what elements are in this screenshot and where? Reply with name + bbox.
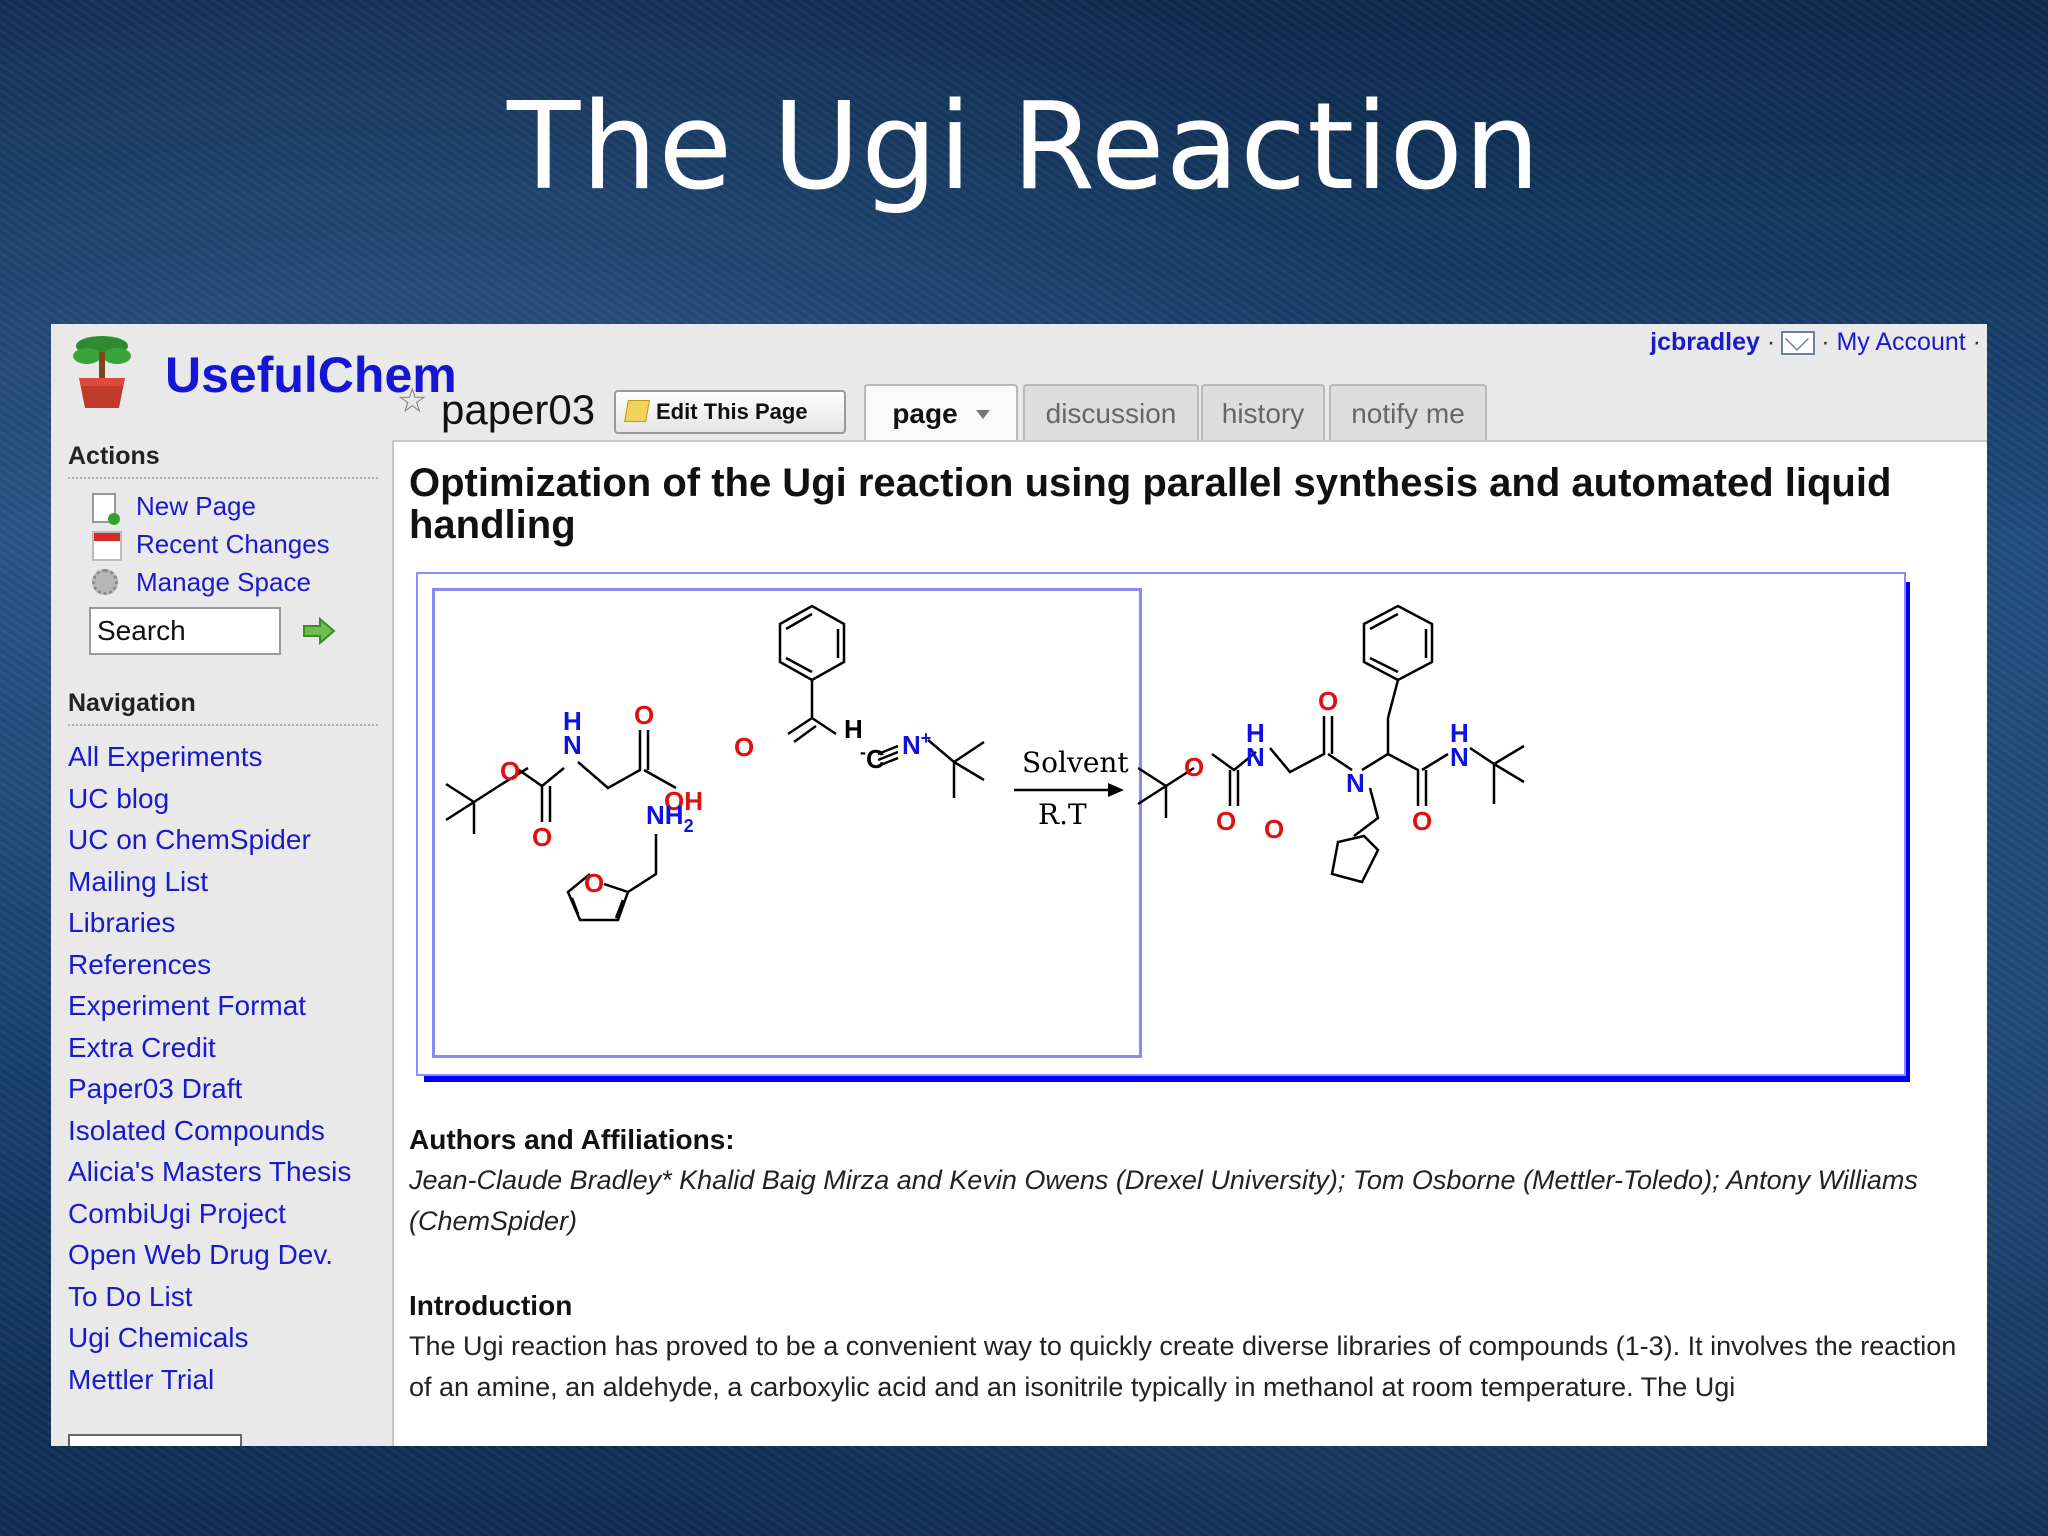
user-bar: jcbradley · · My Account · — [1650, 328, 1981, 357]
sidebar-nav-link[interactable]: Experiment Format — [68, 990, 307, 1021]
sidebar-widget-edge — [68, 1434, 242, 1446]
sidebar-nav-link[interactable]: Libraries — [68, 907, 176, 938]
authors-text: Jean-Claude Bradley* Khalid Baig Mirza a… — [409, 1165, 1918, 1236]
mail-icon[interactable] — [1781, 331, 1816, 356]
label-n: N — [563, 730, 582, 760]
label-h: H — [563, 706, 582, 736]
label-o: O — [1264, 814, 1284, 844]
sidebar: Actions New Page Recent Changes Manage S… — [68, 442, 378, 1400]
star-icon[interactable]: ☆ — [397, 382, 428, 420]
sidebar-nav-link[interactable]: All Experiments — [68, 741, 263, 772]
sidebar-item-label: Manage Space — [136, 567, 311, 597]
label-o: O — [1412, 806, 1432, 836]
sidebar-nav-link[interactable]: To Do List — [68, 1280, 193, 1312]
introduction-text: The Ugi reaction has proved to be a conv… — [409, 1331, 1957, 1402]
label-o: O — [532, 822, 552, 852]
reactants-box — [432, 588, 1142, 1058]
solvent-label: Solvent — [1022, 746, 1129, 779]
reaction-drawing: O O O OH O O O O O O O H N NH2 N+ — [445, 604, 1525, 922]
label-o: O — [500, 756, 520, 786]
tab-notify-me[interactable]: notify me — [1329, 384, 1487, 444]
sidebar-nav-link[interactable]: Ugi Chemicals — [68, 1322, 249, 1353]
sidebar-nav-link[interactable]: Alicia's Masters Thesis — [68, 1156, 352, 1187]
label-o: O — [634, 700, 654, 730]
label-o: O — [584, 868, 604, 898]
label-oh: OH — [664, 786, 703, 816]
label-h: H — [1246, 718, 1265, 748]
tab-label: discussion — [1045, 398, 1177, 429]
label-n: N — [1346, 768, 1365, 798]
label-o: O — [1318, 686, 1338, 716]
sidebar-nav-link[interactable]: Isolated Compounds — [68, 1114, 325, 1146]
pencil-icon — [624, 400, 650, 422]
sidebar-nav-link[interactable]: Mailing List — [68, 865, 209, 897]
gear-icon — [92, 569, 118, 595]
main-content: Optimization of the Ugi reaction using p… — [392, 440, 1987, 1446]
sidebar-item-label: Recent Changes — [136, 529, 330, 559]
label-h: H — [1450, 718, 1469, 748]
calendar-icon — [92, 531, 122, 561]
slide-title: The Ugi Reaction — [506, 78, 1541, 217]
tab-discussion[interactable]: discussion — [1023, 384, 1199, 444]
tab-history[interactable]: history — [1201, 384, 1325, 444]
tab-label: page — [892, 398, 958, 429]
sidebar-nav-link[interactable]: Extra Credit — [68, 1031, 216, 1063]
label-o: O — [1216, 806, 1236, 836]
separator: · — [1766, 328, 1776, 356]
introduction-heading: Introduction — [409, 1290, 573, 1321]
label-h: H — [844, 714, 863, 744]
tab-label: notify me — [1351, 398, 1465, 429]
my-account-link[interactable]: My Account — [1836, 328, 1966, 356]
sidebar-nav-link[interactable]: Mettler Trial — [68, 1363, 215, 1395]
label-n: N — [1246, 742, 1265, 772]
search-input[interactable] — [89, 607, 281, 655]
separator: · — [1821, 328, 1830, 356]
label-c-minus: -C — [860, 742, 885, 774]
label-n-plus: N+ — [902, 728, 931, 760]
separator: · — [1972, 328, 1981, 356]
go-arrow-icon[interactable] — [302, 617, 336, 645]
navigation-heading: Navigation — [68, 689, 378, 726]
new-page-icon — [92, 493, 120, 525]
sidebar-nav-link[interactable]: UC on ChemSpider — [68, 824, 311, 855]
label-n: N — [1450, 742, 1469, 772]
edit-page-button[interactable]: Edit This Page — [614, 390, 846, 434]
edit-page-label: Edit This Page — [656, 399, 808, 424]
search-row — [68, 607, 378, 661]
article-title: Optimization of the Ugi reaction using p… — [409, 461, 1892, 547]
sidebar-item-recent-changes[interactable]: Recent Changes — [68, 525, 378, 563]
label-o: O — [734, 732, 754, 762]
label-o: O — [1184, 752, 1204, 782]
sidebar-item-label: New Page — [136, 491, 256, 521]
tab-label: history — [1221, 398, 1305, 429]
label-nh2: NH2 — [646, 800, 694, 836]
site-logo-text[interactable]: UsefulChem — [165, 347, 457, 403]
reaction-scheme: O O O OH O O O O O O O H N NH2 N+ — [416, 572, 1906, 1076]
sidebar-nav-link[interactable]: Paper03 Draft — [68, 1073, 243, 1104]
username-link[interactable]: jcbradley — [1650, 328, 1760, 356]
wiki-screenshot: UsefulChem jcbradley · · My Account · ☆ p… — [51, 324, 1987, 1446]
sidebar-nav-link[interactable]: UC blog — [68, 782, 170, 814]
sidebar-item-new-page[interactable]: New Page — [68, 487, 378, 525]
sidebar-nav-link[interactable]: References — [68, 948, 212, 980]
bonsai-logo-icon — [73, 336, 131, 408]
sidebar-nav-link[interactable]: Open Web Drug Dev. — [68, 1239, 334, 1270]
chevron-down-icon — [975, 410, 990, 419]
sidebar-nav-link[interactable]: CombiUgi Project — [68, 1197, 286, 1229]
temperature-label: R.T — [1038, 798, 1087, 831]
authors-heading: Authors and Affiliations: — [409, 1124, 735, 1155]
tab-page[interactable]: page — [864, 384, 1018, 446]
actions-heading: Actions — [68, 442, 378, 479]
sidebar-item-manage-space[interactable]: Manage Space — [68, 563, 378, 601]
page-name: paper03 — [441, 386, 596, 433]
